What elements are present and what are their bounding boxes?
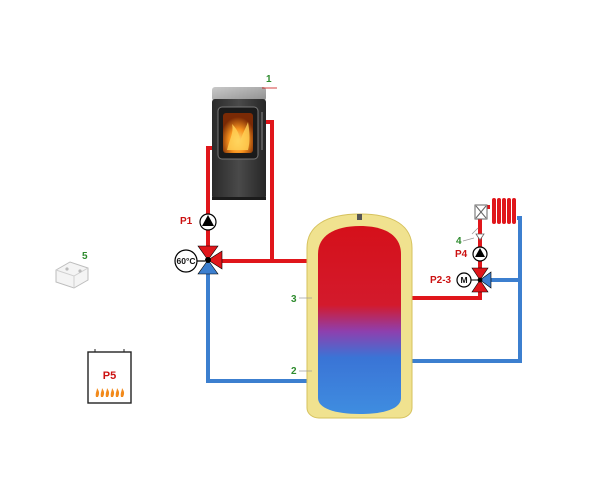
pump-p1-label: P1 bbox=[180, 216, 193, 227]
radiator-icon bbox=[474, 198, 517, 224]
valve-p23[interactable] bbox=[471, 267, 492, 293]
controller-label: P5 bbox=[103, 370, 116, 382]
tank-top-fitting bbox=[357, 214, 362, 220]
controller-box-icon[interactable] bbox=[87, 349, 132, 404]
mixer-valve-4[interactable] bbox=[471, 227, 485, 241]
mixer-valve-number: 4 bbox=[456, 236, 462, 247]
buffer-tank bbox=[306, 213, 413, 419]
three-way-valve-icon[interactable] bbox=[197, 245, 223, 275]
tank-body bbox=[318, 226, 401, 414]
thermostat-dial[interactable]: 60°C bbox=[174, 249, 198, 273]
tank-insulation-number: 3 bbox=[291, 294, 297, 305]
stove-number: 1 bbox=[266, 74, 272, 85]
hot-pipe-stove-to-tank bbox=[264, 120, 318, 263]
controller-flames bbox=[95, 388, 125, 397]
motor-mark: M bbox=[460, 275, 467, 285]
pump-p1[interactable] bbox=[199, 213, 217, 231]
tank-bottom-number: 2 bbox=[291, 366, 297, 377]
wood-stove-icon bbox=[212, 87, 266, 200]
pump-p4-label: P4 bbox=[455, 249, 468, 260]
valve-p23-label: P2-3 bbox=[430, 275, 452, 286]
sensor-number: 5 bbox=[82, 251, 88, 262]
motor-icon[interactable]: M bbox=[456, 272, 472, 288]
cold-pipe-tank-to-valve bbox=[206, 274, 318, 383]
sensor-box-icon bbox=[55, 261, 89, 289]
pump-p4[interactable] bbox=[472, 246, 488, 262]
cold-pipe-radiator-return bbox=[400, 216, 522, 363]
thermostat-setting: 60°C bbox=[177, 256, 196, 266]
